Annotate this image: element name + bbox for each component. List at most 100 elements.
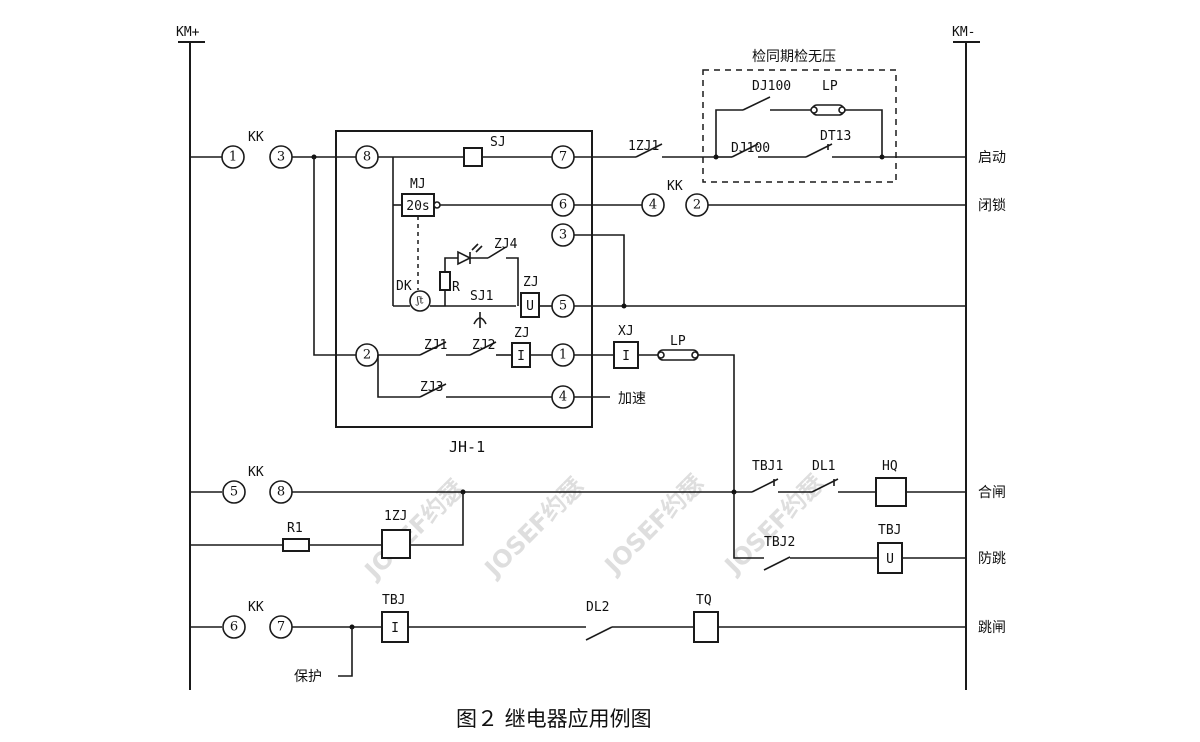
hq-coil <box>875 477 907 507</box>
kk-contact-1 <box>221 145 245 169</box>
row-label-trip: 跳闸 <box>978 620 1006 636</box>
1zj-label: 1ZJ <box>384 509 407 524</box>
row-label-accelerate: 加速 <box>618 391 646 407</box>
xj-symbol: I <box>622 349 630 364</box>
resistor-r1 <box>282 538 310 552</box>
watermarks: JOSEF约瑟 JOSEF约瑟 JOSEF约瑟 JOSEF约瑟 <box>358 469 829 585</box>
sj1-label: SJ1 <box>470 289 493 304</box>
xj-label: XJ <box>618 324 634 339</box>
kk-contact-number: 3 <box>277 150 285 165</box>
zj-u-label: ZJ <box>523 275 539 290</box>
row-label-anti-jump: 防跳 <box>978 551 1006 567</box>
terminal-number: 6 <box>559 198 567 213</box>
mj-label: MJ <box>410 177 426 192</box>
row-label-lock: 闭锁 <box>978 198 1006 214</box>
resistor-r <box>439 271 451 291</box>
kk-contact-number: 4 <box>649 198 657 213</box>
row-lock: 20s MJ 6 4 2 KK 闭锁 <box>392 157 1006 306</box>
row-accelerate: ZJ3 4 加速 <box>377 355 646 409</box>
zj-i-symbol: I <box>517 349 525 364</box>
kk-label: KK <box>667 179 683 194</box>
kk-contact-6 <box>222 615 246 639</box>
kk-contact-4 <box>641 193 665 217</box>
sync-check-title: 检同期检无压 <box>752 49 836 65</box>
sj-label: SJ <box>490 135 506 150</box>
row-trip: 6 7 KK 保护 I TBJ DL2 TQ 跳闸 <box>190 593 1006 685</box>
watermark: JOSEF约瑟 <box>358 474 469 585</box>
terminal-number: 3 <box>559 228 567 243</box>
row-r1: R1 1ZJ <box>190 492 464 559</box>
kk-contact-number: 6 <box>230 620 238 635</box>
zj3-label: ZJ3 <box>420 380 443 395</box>
tbj-u-label: TBJ <box>878 523 901 538</box>
terminal-number: 7 <box>559 150 567 165</box>
row-label-start: 启动 <box>978 150 1006 166</box>
watermark: JOSEF约瑟 <box>598 469 709 580</box>
protection-label: 保护 <box>294 669 322 685</box>
kk-contact-number: 2 <box>693 198 701 213</box>
zj1-label: ZJ1 <box>424 338 447 353</box>
sj1-contact <box>473 312 487 328</box>
dl1-label: DL1 <box>812 459 835 474</box>
kk-label: KK <box>248 130 264 145</box>
row-start: 1 3 KK 8 SJ 7 1ZJ1 启动 <box>190 130 1006 169</box>
sj-relay <box>463 147 483 167</box>
tbj2-label: TBJ2 <box>764 535 795 550</box>
r1-label: R1 <box>287 521 303 536</box>
terminal-number: 8 <box>363 150 371 165</box>
row-terminal-5: ʃt DK R ZJ4 SJ1 ZJ U 5 <box>393 237 966 328</box>
dk-contact <box>409 290 431 312</box>
kk-contact-5 <box>222 480 246 504</box>
dk-symbol: ʃt <box>416 296 424 307</box>
kk-label: KK <box>248 600 264 615</box>
rail-label-km-minus: KM- <box>952 25 975 40</box>
tbj1-label: TBJ1 <box>752 459 783 474</box>
row-anti-jump: TBJ2 U TBJ 防跳 <box>733 492 1006 574</box>
1zj1-label: 1ZJ1 <box>628 139 659 154</box>
row-terminal-2: 2 ZJ1 ZJ2 I ZJ 1 I XJ LP <box>313 157 735 490</box>
kk-label: KK <box>248 465 264 480</box>
row-label-close: 合闸 <box>978 485 1006 501</box>
terminal-3-branch: 3 <box>551 223 625 306</box>
figure-caption: 图２ 继电器应用例图 <box>456 707 652 731</box>
dj100-top-label: DJ100 <box>752 79 791 94</box>
kk-contact-number: 1 <box>229 150 237 165</box>
row-close: 5 8 KK TBJ1 DL1 HQ 合闸 <box>190 459 1006 507</box>
1zj-coil <box>381 529 411 559</box>
terminal-number: 1 <box>559 348 567 363</box>
zj4-label: ZJ4 <box>494 237 518 252</box>
tbj-i-symbol: I <box>391 621 399 636</box>
rail-label-km-plus: KM+ <box>176 25 200 40</box>
tbj-i-label: TBJ <box>382 593 405 608</box>
hq-label: HQ <box>882 459 898 474</box>
terminal-number: 5 <box>559 299 567 314</box>
mj-timer-value: 20s <box>406 199 429 214</box>
r-label: R <box>452 280 460 295</box>
tbj-current-coil <box>381 611 409 643</box>
led-icon <box>457 250 472 266</box>
watermark: JOSEF约瑟 <box>478 472 589 583</box>
kk-contact-number: 7 <box>277 620 285 635</box>
dl2-label: DL2 <box>586 600 609 615</box>
zj-voltage-coil <box>520 292 540 318</box>
jh1-device: JH-1 <box>335 130 593 456</box>
dt13-label: DT13 <box>820 129 851 144</box>
kk-contact-number: 8 <box>277 485 285 500</box>
left-rail: KM+ <box>176 25 205 690</box>
terminal-number: 2 <box>363 348 371 363</box>
kk-contact-number: 5 <box>230 485 238 500</box>
zj2-label: ZJ2 <box>472 338 495 353</box>
lp-label: LP <box>670 334 686 349</box>
right-rail: KM- <box>952 25 980 690</box>
jh1-label: JH-1 <box>449 438 485 456</box>
tbj-u-symbol: U <box>886 552 894 567</box>
sync-lp-label: LP <box>822 79 838 94</box>
tq-coil <box>693 611 719 643</box>
dk-label: DK <box>396 279 412 294</box>
terminal-number: 4 <box>559 390 567 405</box>
zj-i-label: ZJ <box>514 326 530 341</box>
sync-check-box: 检同期检无压 DJ100 LP DJ100 DT13 <box>702 49 897 183</box>
tq-label: TQ <box>696 593 712 608</box>
zj-u-symbol: U <box>526 299 534 314</box>
